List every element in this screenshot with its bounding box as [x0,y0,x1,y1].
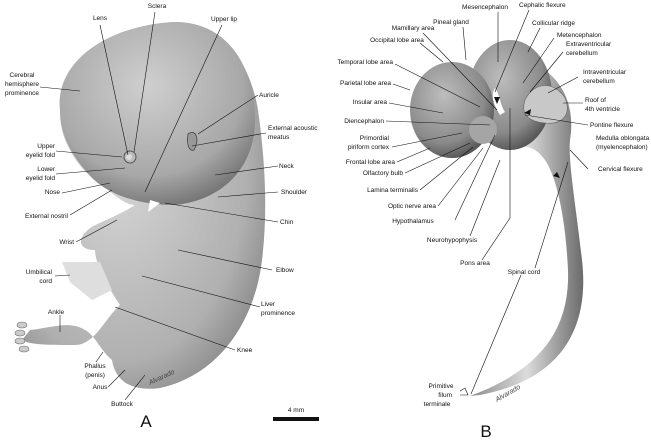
label-nose: Nose [44,189,60,196]
leader-lines [39,9,589,401]
label-occipital: Occipital lobe area [370,37,424,44]
label-metencephalon: Metencephalon [557,32,602,39]
label-extraventricular-2: cerebellum [566,50,598,57]
arrow-markers [494,97,560,178]
label-upper-eyelid-2: eyelid fold [25,152,55,159]
label-medulla-2: (myelencephalon) [596,144,648,151]
label-sclera: Sclera [147,3,167,10]
label-phallus-1: Phallus [84,363,106,370]
label-diencephalon: Diencephalon [344,118,384,125]
label-filum-3: terminale [423,401,451,408]
label-medulla-1: Medulla oblongata [596,135,650,142]
label-upper-eyelid-1: Upper [37,143,55,150]
label-umbilical-2: cord [39,278,52,285]
label-hypothalamus: Hypothalamus [392,218,434,225]
label-cerebral-1: Cerebral [9,72,35,79]
label-phallus-2: (penis) [85,372,105,379]
label-roof-2: 4th ventricle [585,106,621,113]
label-lower-eyelid-2: eyelid fold [25,175,55,182]
panel-letter-a: A [140,412,152,431]
label-filum-2: filum [438,392,452,399]
label-mamillary-area: Mamillary area [391,25,435,32]
embryo-body [14,22,266,389]
label-optic-nerve-area: Optic nerve area [387,203,436,210]
umbilical-cord-shape [62,262,112,300]
label-buttock: Buttock [111,401,133,408]
label-roof-1: Roof of [585,97,606,104]
label-cerebral-2: hemisphere [5,81,39,88]
label-cervical-flexure: Cervical flexure [598,166,643,173]
label-mesencephalon: Mesencephalon [462,4,508,11]
label-spinal-cord: Spinal cord [507,269,541,276]
brain [410,40,584,396]
label-intraventricular-1: Intraventricular [583,69,626,76]
label-insular: Insular area [352,99,387,106]
label-pineal-gland: Pineal gland [433,19,469,26]
label-ext-acoustic-2: meatus [268,134,290,141]
label-piriform-2: piriform cortex [347,144,389,151]
label-ext-nostril: External nostril [25,213,68,220]
label-cerebral-3: prominence [5,90,39,97]
label-lens: Lens [92,15,108,22]
label-neck: Neck [279,163,294,170]
label-ankle: Ankle [47,309,65,316]
scale-bar [273,417,319,421]
label-knee: Knee [237,347,253,354]
label-piriform-1: Primordial [359,135,389,142]
label-extraventricular-1: Extraventricular [566,41,612,48]
spinal-cord-shape [470,70,584,396]
label-upper-lip: Upper lip [210,16,238,23]
label-pontine-flexure: Pontine flexure [590,122,634,129]
label-auricle: Auricle [259,92,279,99]
label-lamina-terminalis: Lamina terminalis [367,187,418,194]
label-umbilical-1: Umbilical [25,269,52,276]
label-ext-acoustic-1: External acoustic [268,125,318,132]
label-intraventricular-2: cerebellum [583,78,615,85]
label-chin: Chin [280,219,294,226]
scale-label: 4 mm [287,407,305,414]
label-frontal: Frontal lobe area [345,159,395,166]
label-temporal: Temporal lobe area [337,59,393,66]
label-liver-2: prominence [261,310,295,317]
label-filum-1: Primitive [428,383,454,390]
label-collicular-ridge: Collicular ridge [532,20,575,27]
label-parietal: Parietal lobe area [340,80,391,87]
panel-letter-b: B [480,422,492,441]
label-wrist: Wrist [59,239,74,246]
label-elbow: Elbow [276,267,294,274]
label-neurohypophysis: Neurohypophysis [426,237,478,244]
label-lower-eyelid-1: Lower [37,166,55,173]
label-anus: Anus [92,384,108,391]
label-cephalic-flexure: Cephalic flexure [519,2,566,9]
label-olfactory: Olfactory bulb [362,170,403,177]
label-shoulder: Shoulder [281,189,308,196]
label-liver-1: Liver [261,301,276,308]
label-pons-area: Pons area [460,260,490,267]
